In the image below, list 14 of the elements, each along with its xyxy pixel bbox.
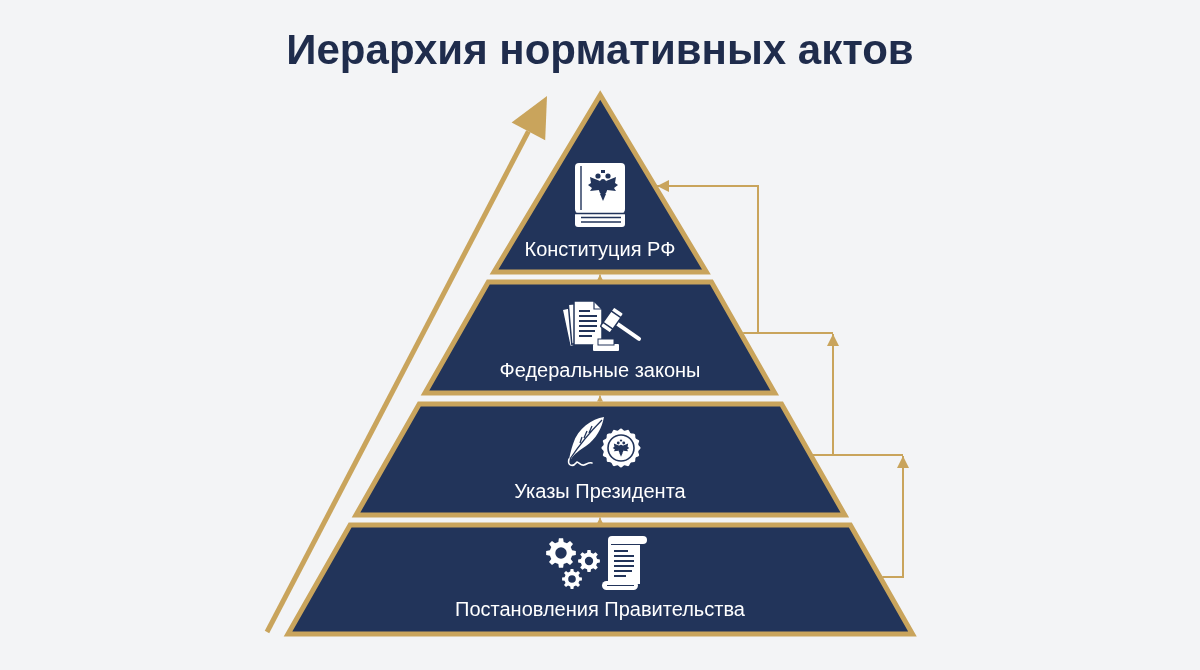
connector-arrow bbox=[597, 273, 603, 281]
flow-arrow bbox=[881, 455, 909, 578]
connector-arrow bbox=[597, 516, 603, 524]
pyramid-tier bbox=[421, 278, 779, 397]
connector-arrow bbox=[597, 394, 603, 403]
diagram-title: Иерархия нормативных актов bbox=[286, 25, 914, 75]
tier-label: Указы Президента bbox=[514, 479, 686, 503]
pyramid-apex bbox=[489, 89, 711, 276]
pyramid-tier bbox=[283, 521, 917, 638]
flow-arrow bbox=[656, 180, 834, 334]
pyramid-tier bbox=[351, 400, 849, 519]
tier-label: Постановления Правительства bbox=[455, 597, 745, 621]
tier-label: Федеральные законы bbox=[499, 358, 701, 382]
tier-label: Конституция РФ bbox=[524, 237, 676, 261]
